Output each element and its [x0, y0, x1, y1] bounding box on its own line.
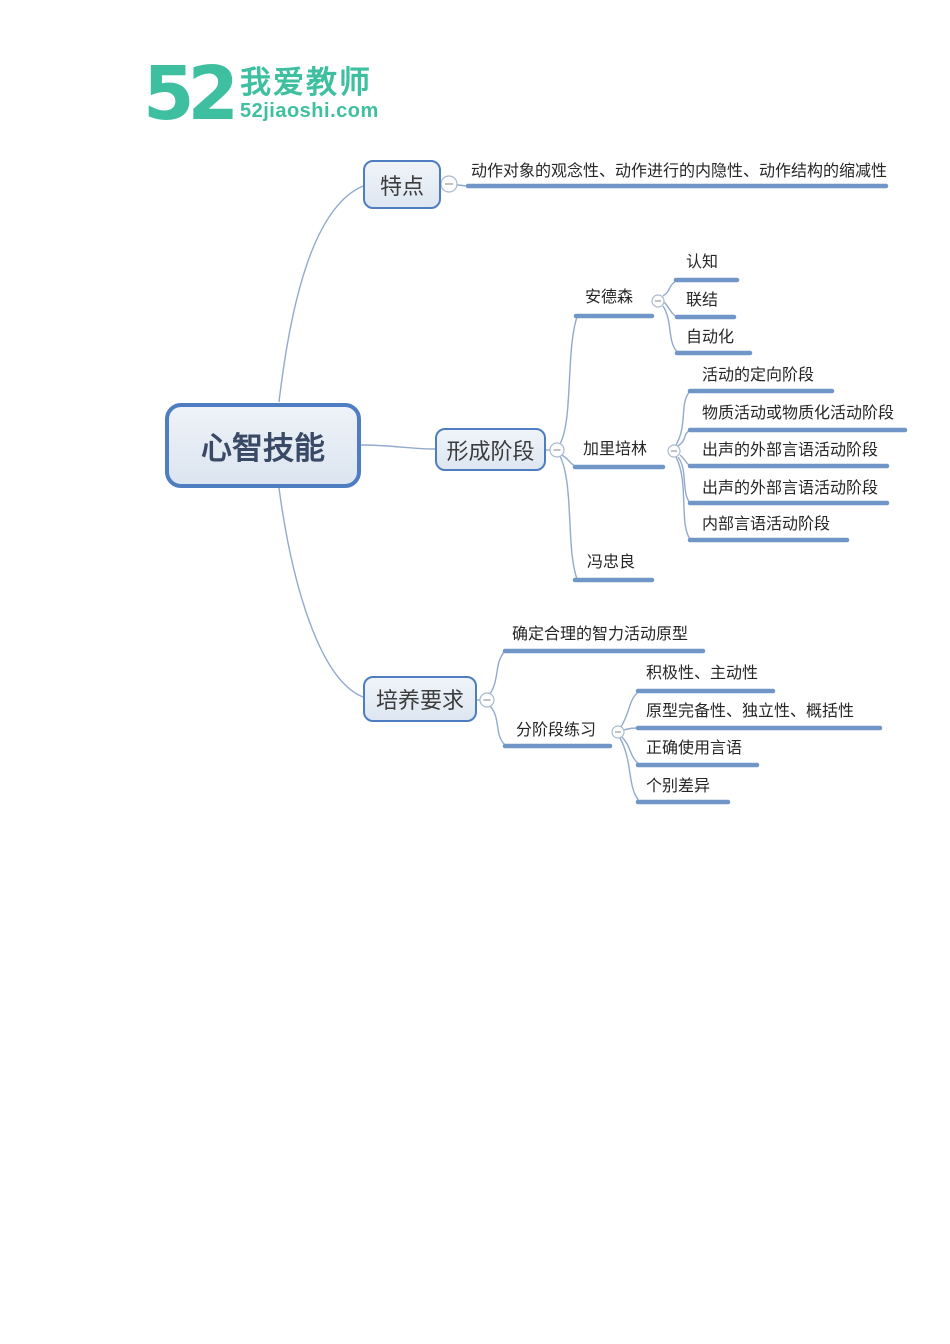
- node-underlines: [465, 183, 908, 805]
- collapse-toggle-anderson[interactable]: [651, 294, 665, 308]
- curve-anderson-renzhi: [662, 280, 677, 297]
- curve-anderson-zidonghua: [662, 305, 678, 353]
- root-node-mental-skills[interactable]: 心智技能: [165, 403, 361, 488]
- branch-curves: [278, 184, 691, 802]
- curve-fenjieduan-child1: [620, 690, 640, 728]
- subnode-staged-practice[interactable]: 分阶段练习: [516, 722, 597, 739]
- leaf-automation[interactable]: 自动化: [686, 329, 735, 346]
- branch-node-label: 特点: [379, 173, 424, 199]
- logo-brand-text: 我爱教师: [239, 65, 372, 100]
- leaf-characteristics-text[interactable]: 动作对象的观念性、动作进行的内隐性、动作结构的缩减性: [471, 163, 888, 180]
- curve-xingcheng-fengzhongliang: [559, 455, 578, 580]
- collapse-toggle-xingcheng[interactable]: [549, 442, 565, 458]
- leaf-individual-differences[interactable]: 个别差异: [646, 778, 711, 795]
- leaf-overt-speech-stage-2[interactable]: 出声的外部言语活动阶段: [702, 480, 879, 497]
- root-node-label: 心智技能: [201, 431, 325, 466]
- mindmap-connector-layer: [278, 175, 908, 805]
- curve-root-peiyang: [278, 487, 364, 698]
- subnode-determine-prototype[interactable]: 确定合理的智力活动原型: [512, 626, 689, 643]
- collapse-toggles: [440, 175, 681, 739]
- logo-52-mark: 52: [143, 51, 239, 137]
- leaf-material-activity-stage[interactable]: 物质活动或物质化活动阶段: [702, 405, 895, 422]
- leaf-cognition[interactable]: 认知: [686, 254, 719, 271]
- collapse-toggle-tedian[interactable]: [440, 175, 458, 193]
- curve-jialipeilin-child5: [675, 456, 691, 540]
- curve-fenjieduan-child3: [621, 736, 640, 765]
- leaf-prototype-completeness[interactable]: 原型完备性、独立性、概括性: [646, 703, 855, 720]
- branch-node-formation-stages[interactable]: 形成阶段: [435, 428, 546, 471]
- branch-node-training-requirements[interactable]: 培养要求: [363, 676, 477, 722]
- subnode-galperin[interactable]: 加里培林: [583, 441, 648, 458]
- subnode-anderson[interactable]: 安德森: [585, 289, 634, 306]
- site-logo: 52 我爱教师 52jiaoshi.com: [143, 51, 379, 137]
- curve-xingcheng-jialipeilin: [561, 454, 576, 467]
- branch-node-label: 形成阶段: [446, 438, 535, 464]
- leaf-association[interactable]: 联结: [686, 292, 719, 309]
- curve-peiyang-queding: [489, 650, 506, 695]
- branch-node-label: 培养要求: [375, 688, 464, 713]
- collapse-toggle-fenjieduan[interactable]: [611, 725, 625, 739]
- leaf-enthusiasm-initiative[interactable]: 积极性、主动性: [646, 665, 759, 682]
- collapse-toggle-jialipeilin[interactable]: [667, 444, 681, 458]
- leaf-inner-speech-stage[interactable]: 内部言语活动阶段: [702, 516, 831, 533]
- leaf-correct-speech-use[interactable]: 正确使用言语: [646, 740, 743, 757]
- curve-root-tedian: [278, 185, 364, 403]
- curve-root-xingcheng: [360, 444, 436, 450]
- leaf-overt-speech-stage-1[interactable]: 出声的外部言语活动阶段: [702, 442, 879, 459]
- curve-fenjieduan-child4: [619, 737, 640, 802]
- collapse-toggle-peiyang[interactable]: [479, 692, 495, 708]
- logo-domain-text: 52jiaoshi.com: [239, 100, 379, 122]
- leaf-orientation-stage[interactable]: 活动的定向阶段: [702, 367, 815, 384]
- curve-jialipeilin-child1: [675, 390, 691, 446]
- curve-xingcheng-anderson: [559, 316, 578, 445]
- subnode-fengzhongliang[interactable]: 冯忠良: [587, 554, 636, 571]
- curve-jialipeilin-child4: [677, 456, 691, 504]
- curve-peiyang-fenjieduan: [489, 705, 506, 746]
- curve-anderson-lianjie: [663, 301, 678, 318]
- branch-node-characteristics[interactable]: 特点: [363, 160, 441, 209]
